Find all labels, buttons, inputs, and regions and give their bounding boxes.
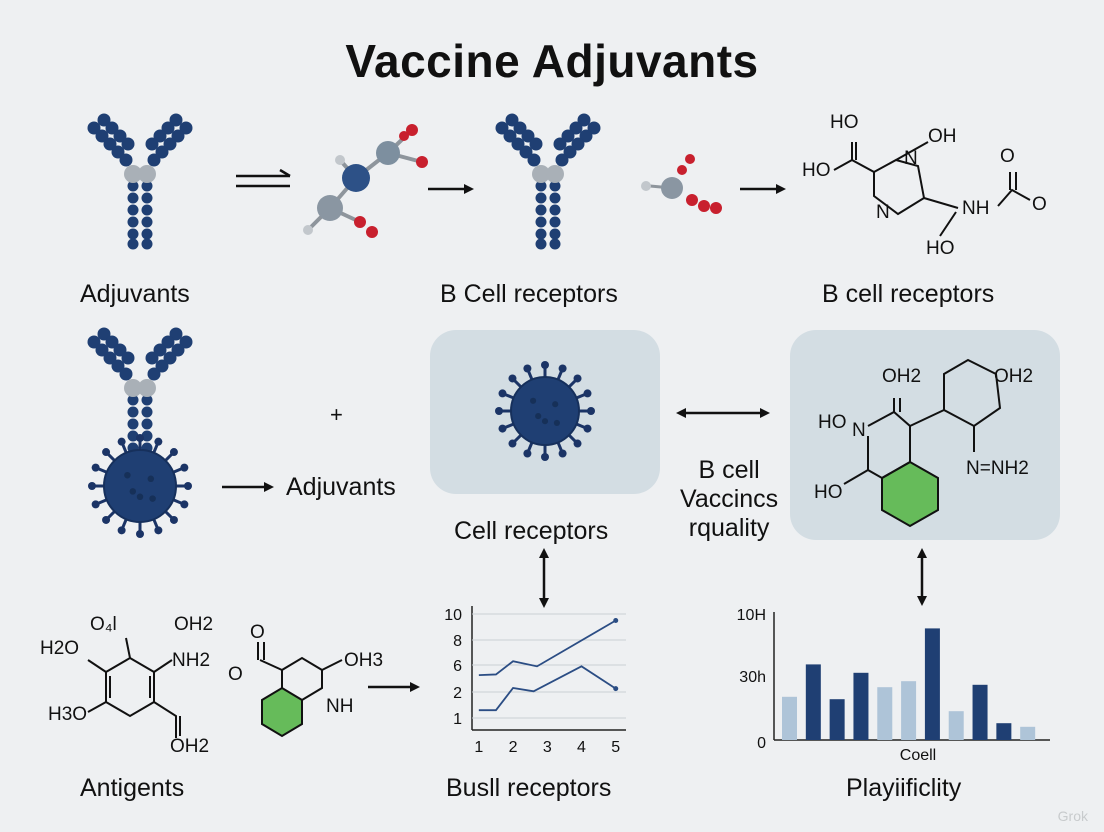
atom-label: O bbox=[250, 622, 265, 643]
chemical-structure-top bbox=[833, 141, 1031, 237]
caption-playificlity: Playiificlity bbox=[846, 774, 962, 802]
bar bbox=[901, 681, 917, 740]
atom-label: H3O bbox=[48, 704, 88, 725]
atom-label: OH2 bbox=[882, 366, 922, 387]
atom-label: O bbox=[228, 664, 243, 685]
y-tick-label: 8 bbox=[453, 633, 462, 650]
virus-icon bbox=[495, 361, 595, 461]
atom-label: OH bbox=[928, 126, 957, 147]
y-tick-label: 10H bbox=[737, 607, 766, 624]
small-molecule-icon bbox=[641, 154, 722, 214]
double-arrow-icon bbox=[917, 548, 927, 606]
caption-b-cell-receptors: B Cell receptors bbox=[440, 280, 618, 308]
caption-antigents: Antigents bbox=[80, 774, 185, 802]
caption-b-cell-receptors-right: B cell receptors bbox=[822, 280, 995, 308]
x-tick-label: 2 bbox=[509, 739, 518, 756]
antibody-icon bbox=[87, 327, 193, 464]
atom-label: HO bbox=[802, 160, 831, 181]
atom-label: HO bbox=[818, 412, 847, 433]
atom-label: NH bbox=[962, 198, 990, 219]
double-arrow-icon bbox=[676, 408, 770, 418]
atom-label: O bbox=[1000, 146, 1015, 167]
caption-adjuvants-mid: Adjuvants bbox=[286, 473, 396, 501]
arrow-icon bbox=[368, 682, 420, 692]
antibody-icon bbox=[87, 113, 193, 250]
caption-adjuvants-top: Adjuvants bbox=[80, 280, 190, 308]
atom-label: OH3 bbox=[344, 650, 384, 671]
caption-b-cell-vaccines: B cell Vaccincs rquality bbox=[680, 456, 778, 543]
arrow-icon bbox=[222, 482, 274, 492]
equilibrium-arrow-icon bbox=[236, 168, 291, 188]
y-tick-label: 2 bbox=[453, 685, 462, 702]
virus-icon bbox=[88, 434, 192, 538]
atom-label: N bbox=[852, 420, 866, 441]
bar bbox=[924, 628, 940, 740]
atom-label: HO bbox=[814, 482, 843, 503]
chemical-structure-middle bbox=[843, 358, 1002, 528]
caption-line: Vaccincs bbox=[680, 485, 779, 513]
y-tick-label: 10 bbox=[444, 607, 462, 624]
bar bbox=[877, 687, 893, 740]
x-axis-label: Coell bbox=[900, 747, 936, 764]
x-tick-label: 4 bbox=[577, 739, 586, 756]
x-tick-label: 3 bbox=[543, 739, 552, 756]
double-arrow-icon bbox=[539, 548, 549, 608]
y-tick-label: 30h bbox=[739, 669, 766, 686]
y-tick-label: 6 bbox=[453, 658, 462, 675]
atom-label: N bbox=[876, 202, 890, 223]
atom-label: OH2 bbox=[174, 614, 214, 635]
series-line bbox=[478, 665, 617, 712]
structure-panel bbox=[790, 330, 1060, 540]
atom-label: O₄l bbox=[90, 614, 117, 635]
caption-busll-receptors: Busll receptors bbox=[446, 774, 612, 802]
atom-label: HO bbox=[830, 112, 859, 133]
bar bbox=[829, 699, 845, 740]
bar bbox=[996, 723, 1012, 740]
bar bbox=[948, 711, 964, 740]
arrow-icon bbox=[740, 184, 786, 194]
y-tick-label: 1 bbox=[453, 711, 462, 728]
atom-label: N=NH2 bbox=[966, 458, 1029, 479]
x-tick-label: 5 bbox=[611, 739, 620, 756]
x-tick-label: 1 bbox=[474, 739, 483, 756]
bar bbox=[1020, 726, 1036, 740]
antibody-icon bbox=[495, 113, 601, 250]
y-tick-label: 0 bbox=[757, 735, 766, 752]
bar bbox=[853, 672, 869, 740]
data-point bbox=[613, 686, 619, 692]
atom-label: OH2 bbox=[994, 366, 1034, 387]
bar bbox=[782, 696, 797, 740]
atom-label: OH2 bbox=[170, 736, 210, 757]
atom-label: H2O bbox=[40, 638, 80, 659]
page-title: Vaccine Adjuvants bbox=[345, 35, 759, 87]
atom-label: HO bbox=[926, 238, 955, 259]
molecule-ball-stick-icon bbox=[303, 124, 428, 238]
atom-label: O bbox=[1032, 194, 1047, 215]
caption-cell-receptors: Cell receptors bbox=[454, 517, 609, 545]
atom-label: NH2 bbox=[172, 650, 211, 671]
atom-label: NH bbox=[326, 696, 354, 717]
arrow-icon bbox=[428, 184, 474, 194]
series-line bbox=[478, 619, 617, 677]
atom-label: N bbox=[904, 148, 918, 169]
data-point bbox=[613, 618, 619, 623]
watermark: Grok bbox=[1057, 808, 1088, 824]
bar bbox=[972, 684, 988, 740]
bar bbox=[805, 664, 821, 740]
plus-sign: + bbox=[330, 402, 343, 427]
caption-line: rquality bbox=[688, 514, 770, 542]
chemical-structure-bottom-mid bbox=[257, 642, 343, 738]
chemical-structure-bottom-left bbox=[87, 637, 181, 738]
caption-line: B cell bbox=[698, 456, 760, 484]
